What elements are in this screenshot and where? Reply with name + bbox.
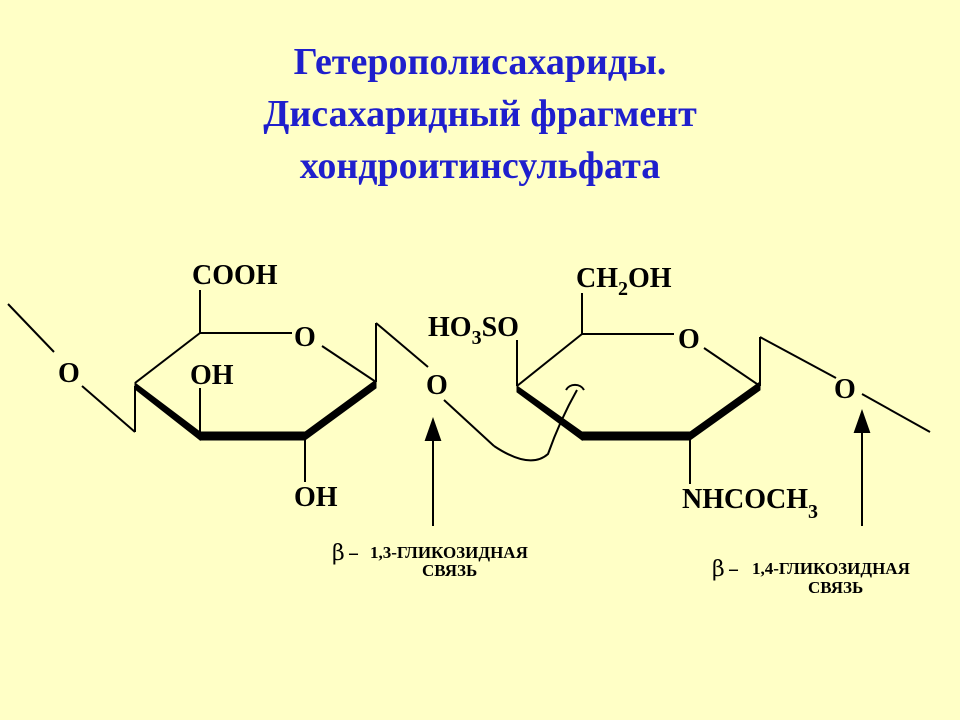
left-chain-bond-upper: [7, 303, 55, 353]
ch2oh-label-main: CH: [576, 263, 618, 294]
ring-1: [134, 290, 377, 482]
ring-2-amide-label: NHCOCH3: [682, 484, 818, 523]
ring-2-front-edge: [581, 431, 691, 441]
ring-1-back-edge-right: [321, 345, 377, 383]
ring-1-back-edge-left: [134, 332, 201, 384]
bond-1-3-dash: –: [348, 541, 359, 566]
bond-1-4-dash: –: [728, 557, 739, 582]
right-linkage-oxygen-label: O: [834, 374, 856, 405]
title-line-3: хондроитинсульфата: [299, 145, 661, 187]
ring-2-back-edge-left: [516, 333, 583, 387]
right-chain-bond-upper: [759, 336, 837, 379]
title-line-2: Дисахаридный фрагмент: [263, 93, 697, 135]
glycosidic-oxygen-label: O: [426, 370, 448, 401]
amide-label-sub: 3: [808, 501, 818, 523]
ch2oh-label-tail: OH: [628, 263, 672, 294]
slide-title: Гетерополисахариды. Дисахаридный фрагмен…: [0, 36, 960, 192]
arrow-1-3-head: [424, 416, 442, 441]
sulfate-label-tail: SO: [482, 312, 519, 343]
ring-1-oh-upper-label: OH: [190, 360, 234, 391]
ring-2-ring-oxygen-label: O: [678, 324, 700, 355]
ring-1-front-wedge-left: [134, 381, 201, 442]
right-chain: [759, 336, 931, 433]
arrows: [424, 408, 871, 526]
bond-1-4-label-line-1: 1,4-ГЛИКОЗИДНАЯ: [752, 559, 910, 578]
ring-2-back-edge-right: [703, 347, 761, 387]
ring-1-front-edge: [199, 431, 306, 441]
left-linkage-oxygen-label: O: [58, 358, 80, 389]
ring-2-c3-oxygen-arc: [565, 383, 585, 391]
ring-1-ring-oxygen-label: O: [294, 322, 316, 353]
right-chain-bond-lower: [861, 393, 931, 433]
bond-1-3-label-line-2: СВЯЗЬ: [422, 561, 477, 580]
glycosidic-linkage-1-3: [375, 322, 578, 462]
linkage-1-3-curve: [493, 389, 578, 462]
bond-1-3-beta: β: [332, 541, 345, 566]
bond-1-4-label-line-2: СВЯЗЬ: [808, 578, 863, 597]
linkage-1-3-bond-lower: [443, 399, 495, 447]
ring-2-sulfate-label: HO3SO: [428, 312, 519, 349]
title-line-1: Гетерополисахариды.: [293, 41, 667, 83]
ring-2-front-wedge-right: [689, 381, 761, 441]
ring-2-ch2oh-label: CH2OH: [576, 263, 672, 300]
ring-1-front-wedge-right: [304, 379, 377, 441]
ch2oh-label-sub: 2: [618, 278, 628, 300]
left-chain: [7, 303, 136, 433]
ring-2: [516, 293, 761, 484]
ring-1-cooh-label: COOH: [192, 260, 278, 291]
ring-2-front-wedge-left: [516, 385, 583, 441]
linkage-1-3-bond-upper: [375, 322, 429, 368]
arrow-1-4-head: [853, 408, 871, 433]
left-chain-bond-lower: [81, 385, 136, 433]
sulfate-label-sub: 3: [472, 327, 482, 349]
bond-1-3-label-line-1: 1,3-ГЛИКОЗИДНАЯ: [370, 543, 528, 562]
bond-1-4-beta: β: [712, 557, 725, 582]
ring-1-oh-lower-label: OH: [294, 482, 338, 513]
sulfate-label-main: HO: [428, 312, 472, 343]
amide-label-main: NHCOCH: [682, 484, 808, 515]
